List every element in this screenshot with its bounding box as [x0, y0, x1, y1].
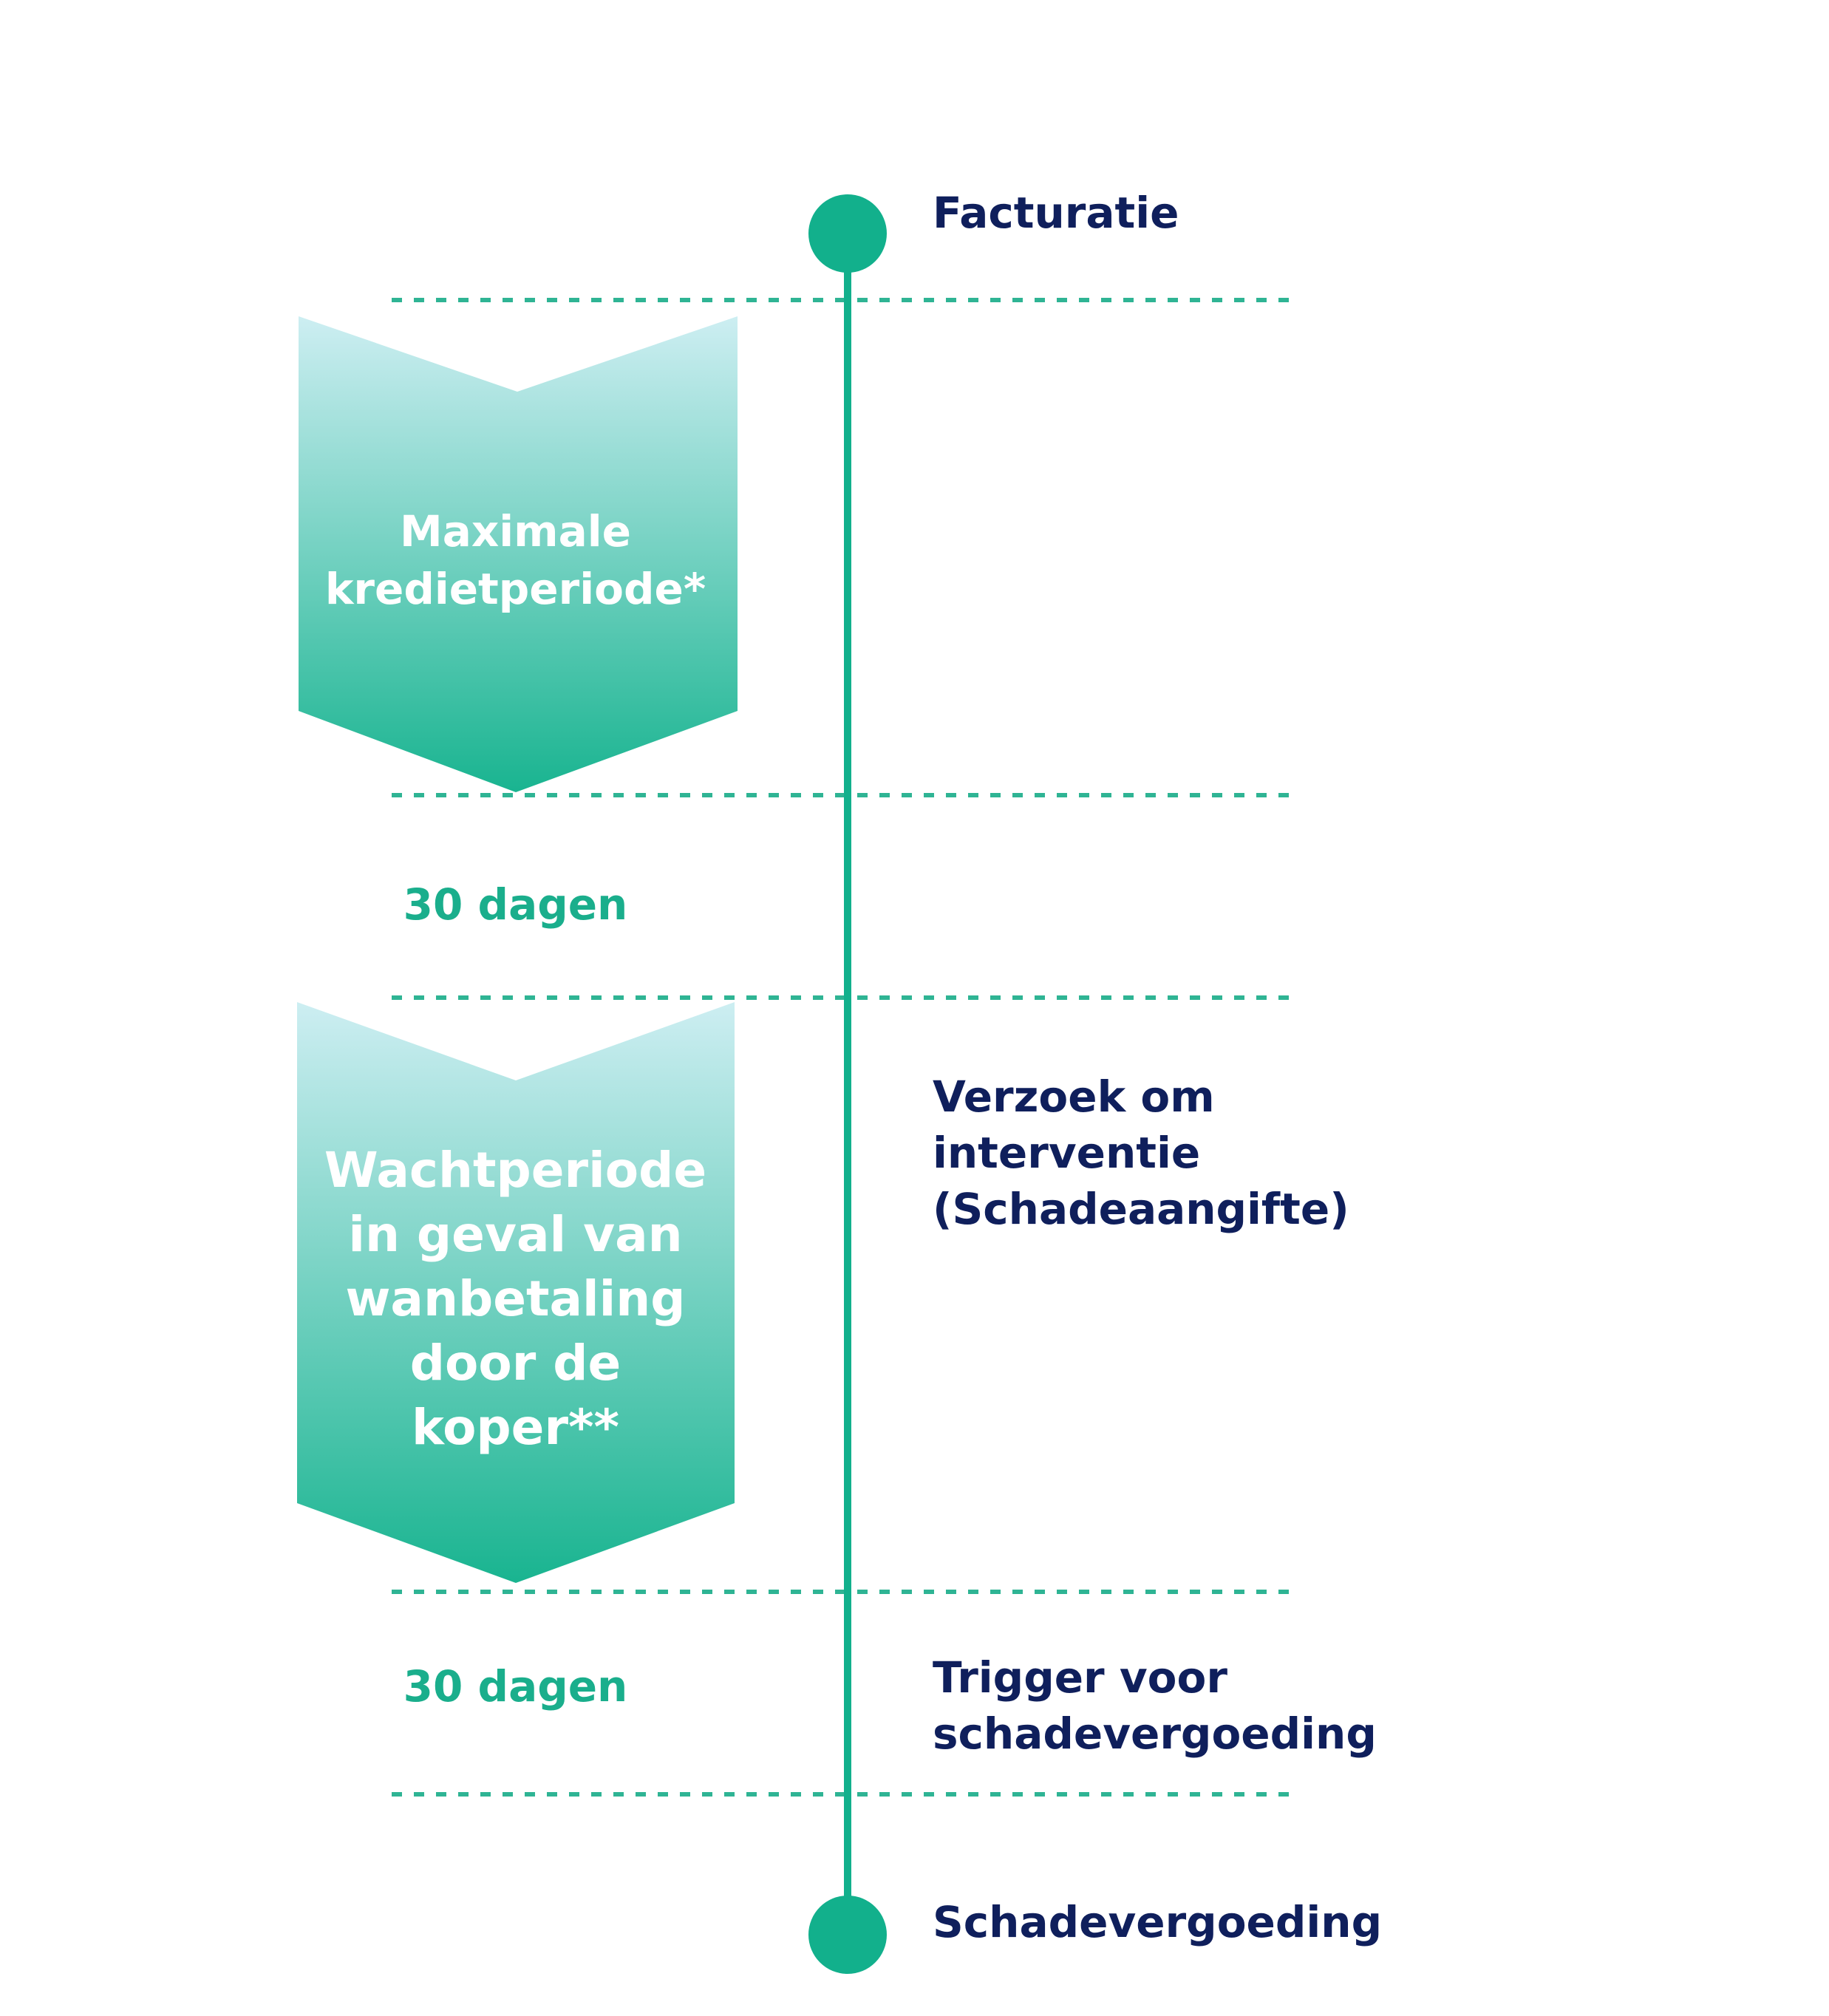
duration-label-2: 30 dagen [403, 1661, 628, 1712]
waiting-period-chevron [297, 1002, 735, 1583]
max-credit-period-label: Maximale kredietperiode* [324, 506, 706, 614]
waiting-period-label: Wachtperiode in geval van wanbetaling do… [324, 1142, 707, 1456]
compensation-trigger-label: Trigger voor schadevergoeding [933, 1652, 1377, 1759]
max-credit-period-chevron [299, 316, 738, 792]
duration-label-1: 30 dagen [403, 879, 628, 930]
timeline-start-dot [808, 194, 887, 273]
compensation-label: Schadevergoeding [933, 1897, 1383, 1947]
timeline-end-dot [808, 1896, 887, 1974]
intervention-request-label: Verzoek om interventie (Schadeaangifte) [933, 1072, 1349, 1234]
invoicing-label: Facturatie [933, 188, 1179, 238]
